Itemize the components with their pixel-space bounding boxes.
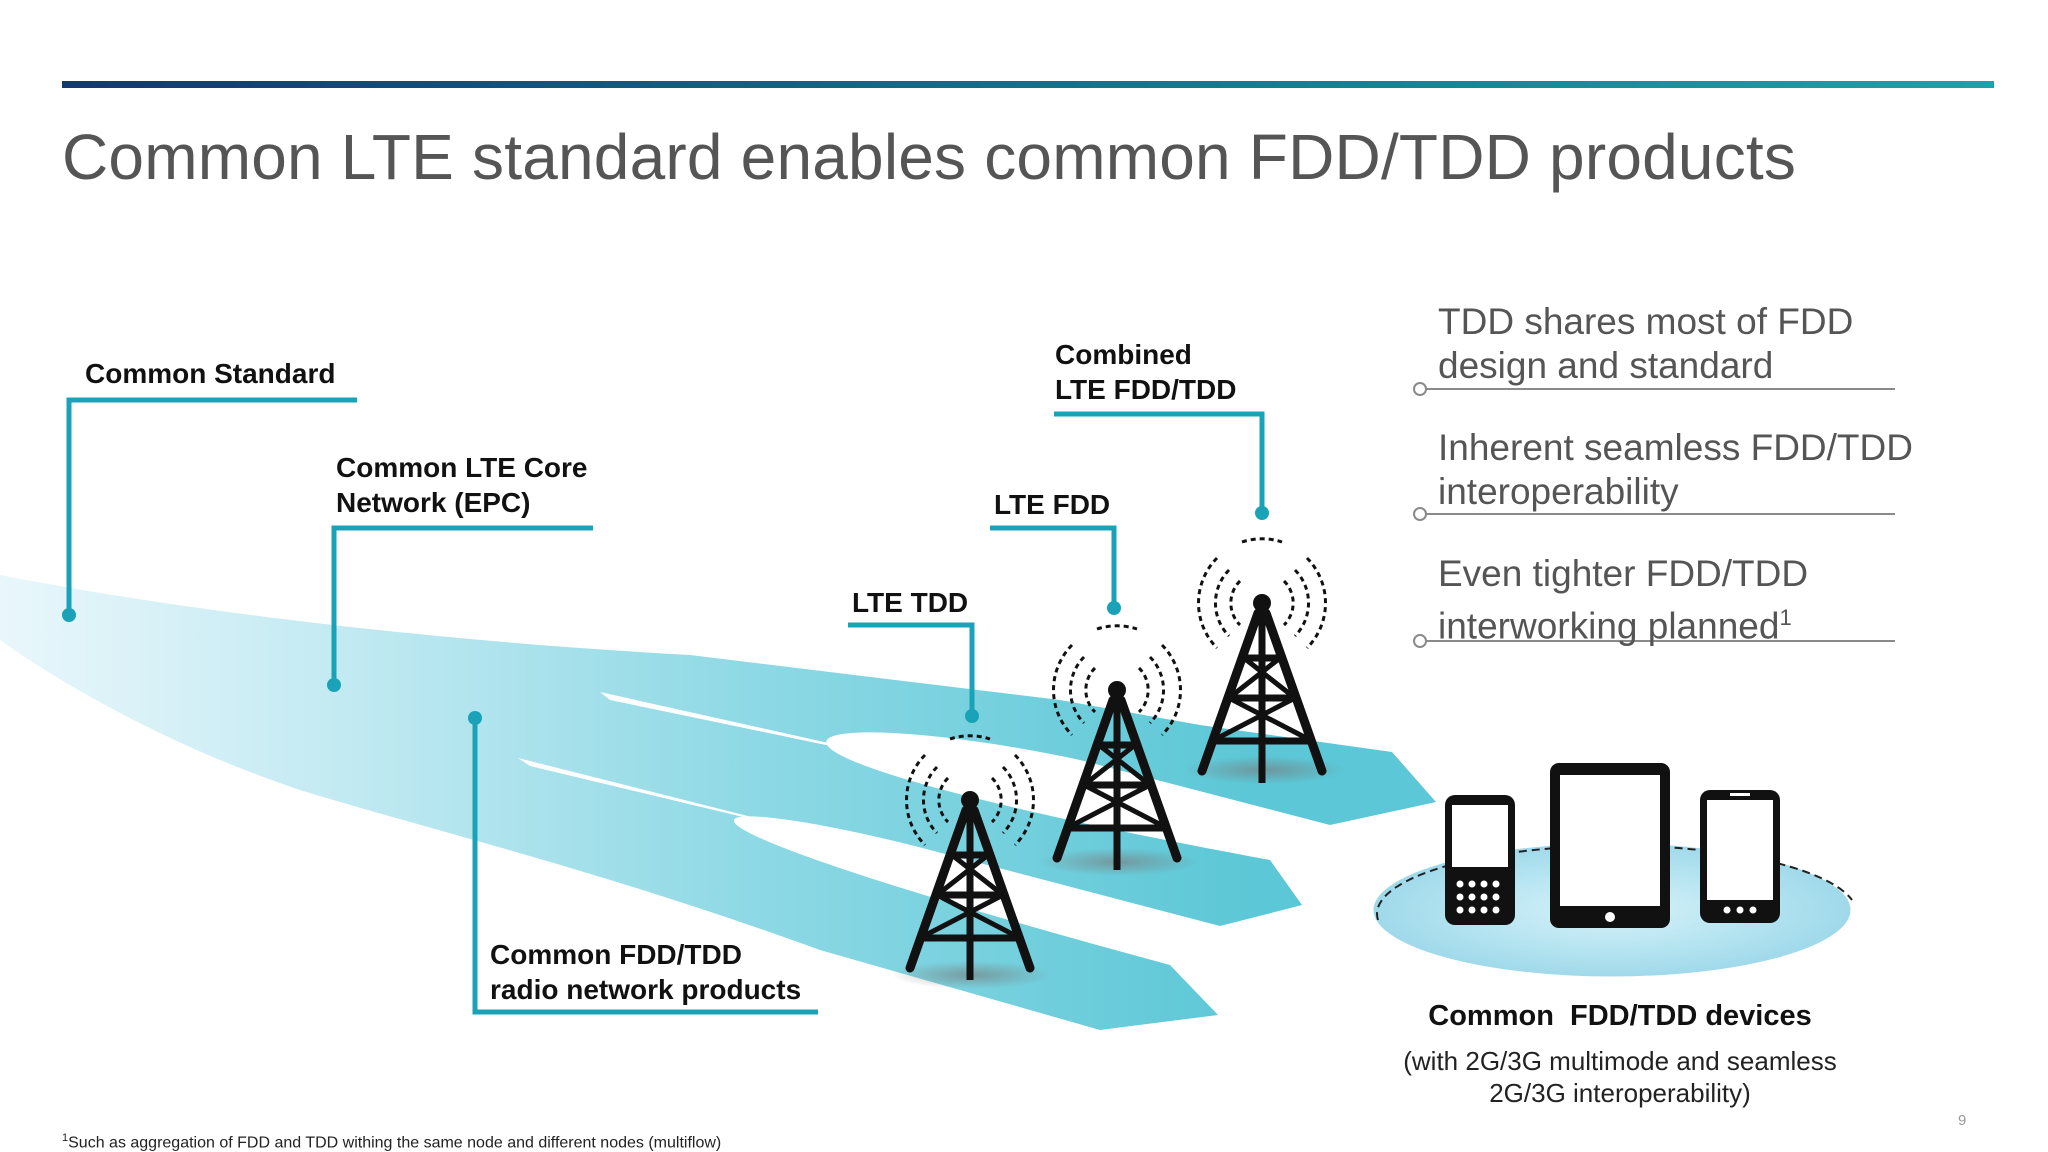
leader-lte-fdd [990,525,1117,608]
label-combined-line1: Combined [1055,339,1192,370]
label-radio-products-line2: radio network products [490,974,802,1005]
bullet-line2: interoperability [1438,471,1679,512]
bullet-item: Even tighter FDD/TDD interworking planne… [1438,552,1808,648]
devices-title: Common FDD/TDD devices [1428,1000,1812,1032]
leader-core-network [331,525,593,685]
label-lte-fdd: LTE FDD [994,489,1111,520]
label-combined: Combined LTE FDD/TDD [1055,337,1236,407]
label-core-network: Common LTE Core Network (EPC) [336,450,587,520]
bullet-line2-text: interworking planned [1438,605,1780,647]
smartphone-icon [1700,790,1780,923]
leader-dot [965,709,979,723]
bullet-item: TDD shares most of FDD design and standa… [1438,300,1853,388]
leader-common-standard [66,397,357,615]
label-lte-tdd: LTE TDD [852,587,969,618]
bullet-item: Inherent seamless FDD/TDD interoperabili… [1438,426,1913,514]
tablet-icon [1550,763,1670,928]
page-number: 9 [1958,1112,1967,1129]
leader-dot [1255,506,1269,520]
device-base-dash [1376,844,1853,921]
footnote-ref: 1 [1779,605,1792,630]
footnote-marker: 1 [62,1132,69,1144]
bullet-line2: design and standard [1438,345,1774,386]
footnote-text: Such as aggregation of FDD and TDD withi… [68,1134,722,1152]
label-radio-products-line1: Common FDD/TDD [490,939,742,970]
bullet-marker [1413,634,1427,648]
leader-lte-tdd [848,622,975,716]
leader-combined [1054,411,1265,513]
leader-radio-products [472,718,818,1015]
bullet-line2: interworking planned1 [1438,596,1808,648]
bullet-line1: Even tighter FDD/TDD [1438,553,1809,594]
devices-note: (with 2G/3G multimode and seamless 2G/3G… [1300,1045,1940,1109]
label-core-network-line1: Common LTE Core [336,452,588,483]
devices-note-line1: (with 2G/3G multimode and seamless [1403,1046,1837,1076]
label-common-standard: Common Standard [85,358,336,389]
bullet-line1: Inherent seamless FDD/TDD [1438,427,1913,468]
leader-dot [468,711,482,725]
label-radio-products: Common FDD/TDD radio network products [490,937,801,1007]
bullet-line1: TDD shares most of FDD [1438,301,1854,342]
bullet-marker [1413,507,1427,521]
leader-dot [1107,601,1121,615]
footnote: 1Such as aggregation of FDD and TDD with… [62,1132,721,1152]
bullet-marker [1413,382,1427,396]
feature-phone-icon [1445,795,1515,925]
beam-shape [0,575,1436,1030]
label-core-network-line2: Network (EPC) [336,487,531,518]
label-combined-line2: LTE FDD/TDD [1055,374,1237,405]
slide-title: Common LTE standard enables common FDD/T… [62,121,1797,193]
top-accent-bar [62,81,1994,88]
leader-dot [62,608,76,622]
leader-dot [327,678,341,692]
devices-note-line2: 2G/3G interoperability) [1489,1078,1751,1108]
